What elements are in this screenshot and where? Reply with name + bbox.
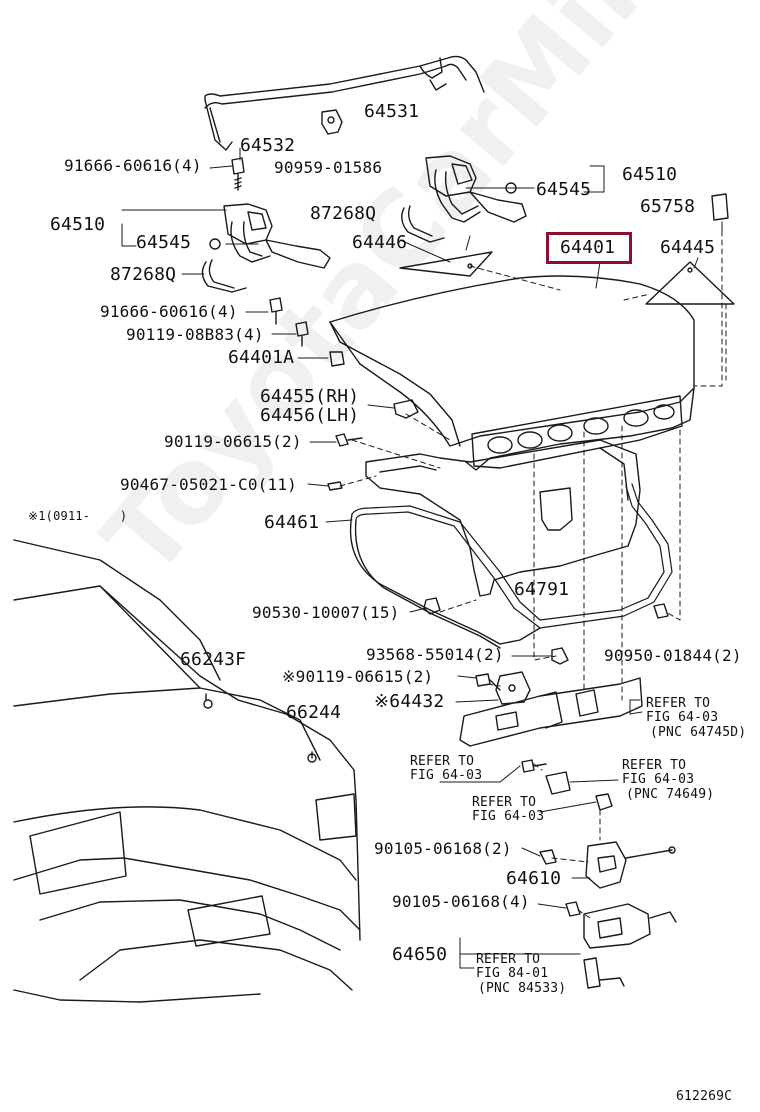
refer-1-line-3: (PNC 64745D) [650,725,747,740]
label-66243f[interactable]: 66243F [180,649,247,670]
label-64510-left[interactable]: 64510 [50,214,106,235]
trunk-lid-drawing [329,275,695,597]
label-64532[interactable]: 64532 [240,135,296,156]
refer-5-line-2[interactable]: FIG 84-01 [476,966,549,981]
footnote-0911: ※1(0911- ) [28,509,128,523]
label-91666-60616-mid[interactable]: 91666-60616(4) [100,302,238,321]
label-90467-05021[interactable]: 90467-05021-C0(11) [120,475,297,494]
refer-1-line-1[interactable]: REFER TO [646,696,711,711]
clip-90959-drawing [321,109,343,135]
label-64445[interactable]: 64445 [660,237,716,258]
label-90105-06168-a[interactable]: 90105-06168(2) [374,839,512,858]
garnish-plate-drawing [459,677,643,747]
car-body-drawing [13,539,361,1003]
label-90119-06615[interactable]: 90119-06615(2) [164,432,302,451]
bolt-91666-top-drawing [231,157,245,191]
refer-4-line-2[interactable]: FIG 64-03 [472,809,545,824]
label-65758[interactable]: 65758 [640,196,696,217]
refer-3-line-2[interactable]: FIG 64-03 [622,772,695,787]
label-64545-left[interactable]: 64545 [136,232,192,253]
label-64531[interactable]: 64531 [364,101,420,122]
label-87268q-right[interactable]: 87268Q [310,203,377,224]
label-64510-right[interactable]: 64510 [622,164,678,185]
label-64791[interactable]: 64791 [514,579,570,600]
weatherstrip-64461-drawing [349,483,673,649]
label-64610[interactable]: 64610 [506,868,562,889]
refer-3-line-1[interactable]: REFER TO [622,758,687,773]
label-91666-60616-top[interactable]: 91666-60616(4) [64,156,202,175]
spoiler-64445-drawing [645,261,735,305]
label-64446[interactable]: 64446 [352,232,408,253]
highlight-box-64401 [546,232,632,264]
refer-5-line-3: (PNC 84533) [478,981,567,996]
spoiler-64446-drawing [399,251,493,277]
label-64455-rh[interactable]: 64455(RH) [260,386,360,407]
label-64401[interactable]: 64401 [560,237,616,258]
refer-2-line-2[interactable]: FIG 64-03 [410,768,483,783]
label-64650[interactable]: 64650 [392,944,448,965]
label-90950-01844[interactable]: 90950-01844(2) [604,646,742,665]
label-93568-55014[interactable]: 93568-55014(2) [366,645,504,664]
label-64456-lh[interactable]: 64456(LH) [260,405,360,426]
refer-1-line-2[interactable]: FIG 64-03 [646,710,719,725]
label-64545-right[interactable]: 64545 [536,179,592,200]
label-90959-01586[interactable]: 90959-01586 [274,158,383,177]
refer-2-line-1[interactable]: REFER TO [410,754,475,769]
figure-id: 612269C [676,1089,733,1104]
refer-4-line-1[interactable]: REFER TO [472,795,537,810]
label-66244[interactable]: 66244 [286,702,342,723]
dashed-lines [339,221,727,919]
label-64432-note[interactable]: ※64432 [374,691,445,712]
label-90530-10007[interactable]: 90530-10007(15) [252,603,400,622]
lock-64650-drawing [565,901,677,989]
lock-64610-drawing [539,841,676,889]
refer-5-line-1[interactable]: REFER TO [476,952,541,967]
bracket-64432-drawing [495,671,531,705]
bolts-mid-drawing [269,297,345,367]
label-90119-06615-note[interactable]: ※90119-06615(2) [282,667,434,686]
label-90105-06168-b[interactable]: 90105-06168(4) [392,892,530,911]
rod-64531-drawing [204,55,485,151]
label-64401a[interactable]: 64401A [228,347,295,368]
label-87268q-left[interactable]: 87268Q [110,264,177,285]
label-90119-08b83[interactable]: 90119-08B83(4) [126,325,264,344]
label-64461[interactable]: 64461 [264,512,320,533]
refer-3-line-3: (PNC 74649) [626,787,715,802]
emblem-65758-drawing [711,193,729,221]
hinge-right-drawing [401,155,527,243]
